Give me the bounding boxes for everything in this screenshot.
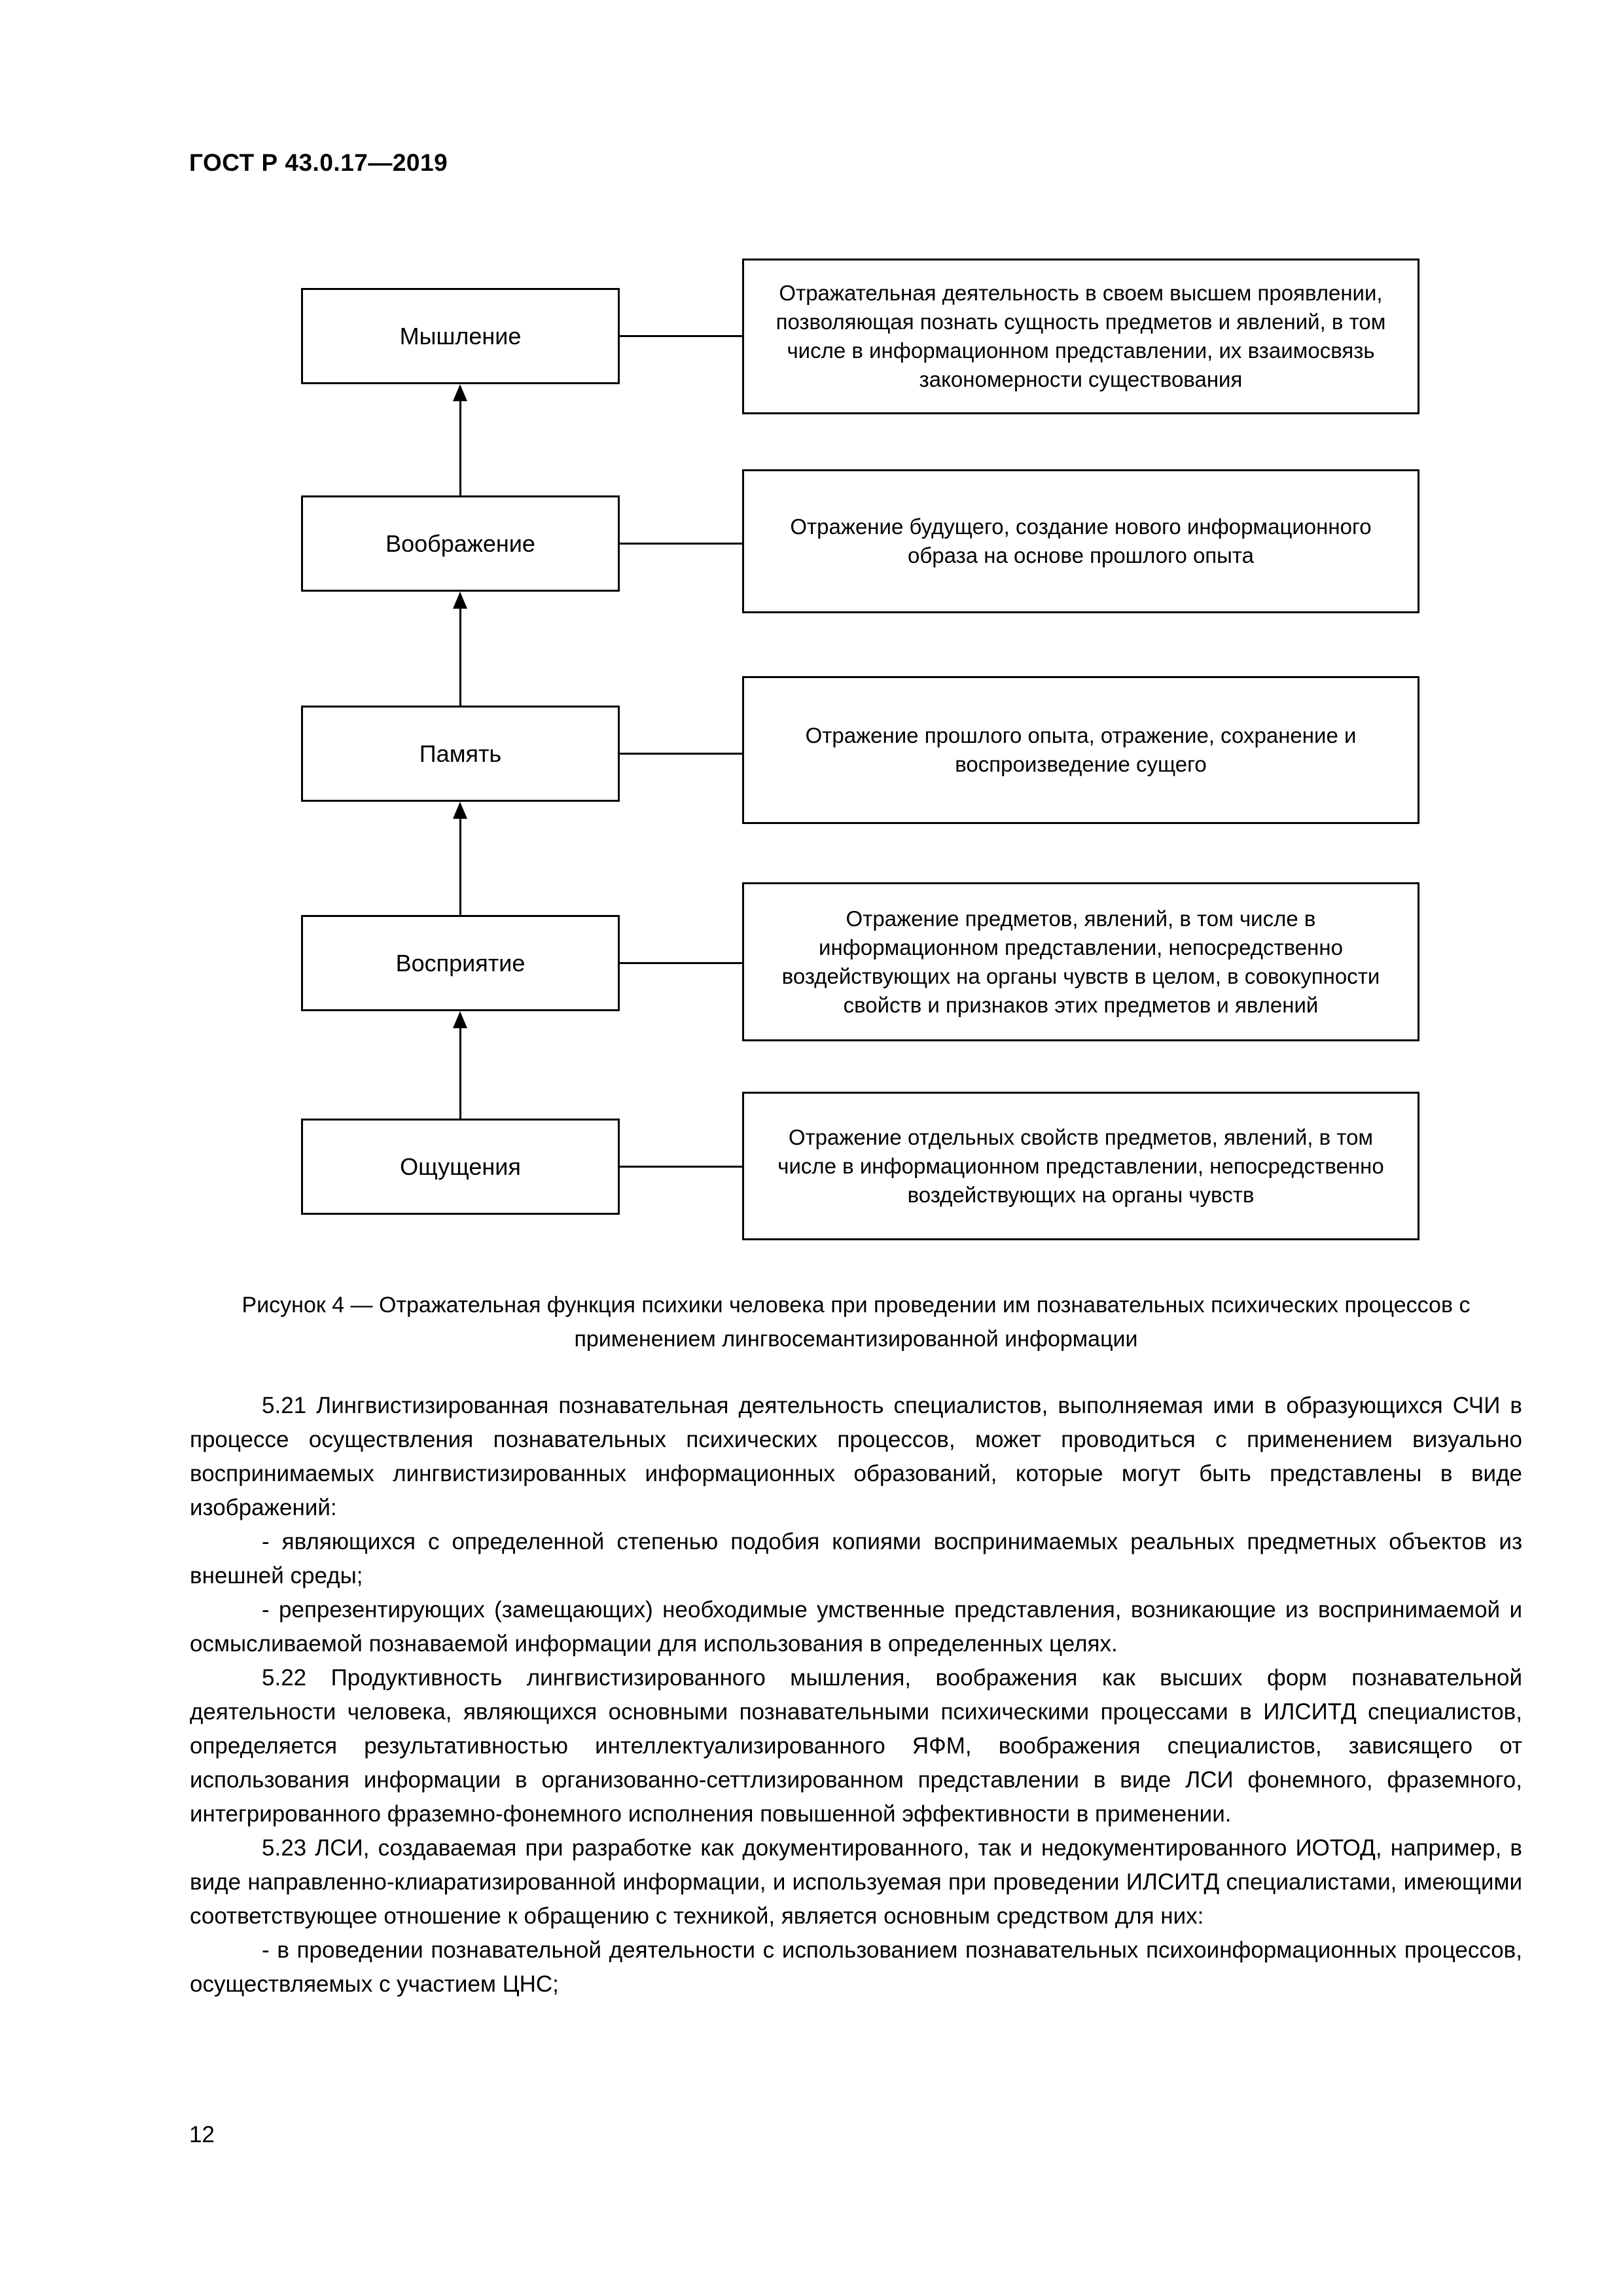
list-item-dash-3: - в проведении познавательной деятельнос… (190, 1937, 1522, 1997)
diagram-description-box: Отражение отдельных свойств предметов, я… (742, 1092, 1419, 1240)
connector-line (620, 962, 742, 964)
up-arrow-icon (453, 802, 467, 819)
paragraph-5-23: 5.23 ЛСИ, создаваемая при разработке как… (190, 1835, 1522, 1929)
diagram-description-box: Отражательная деятельность в своем высше… (742, 259, 1419, 414)
connector-line (620, 753, 742, 755)
page-number: 12 (189, 2122, 215, 2147)
connector-line (620, 543, 742, 545)
up-arrow-line (459, 817, 461, 915)
connector-line (620, 335, 742, 337)
diagram-box-label: Ощущения (400, 1153, 521, 1180)
diagram-description-text: Отражение предметов, явлений, в том числ… (781, 906, 1380, 1017)
diagram-box-oshchushcheniya: Ощущения (301, 1119, 620, 1215)
up-arrow-line (459, 1027, 461, 1119)
diagram-box-voobrazhenie: Воображение (301, 495, 620, 592)
diagram-box-label: Воображение (385, 529, 535, 557)
diagram-description-text: Отражательная деятельность в своем высше… (776, 281, 1386, 391)
diagram-box-pamyat: Память (301, 706, 620, 802)
diagram-box-myshlenie: Мышление (301, 288, 620, 384)
list-item-dash-2: - репрезентирующих (замещающих) необходи… (190, 1597, 1522, 1657)
paragraph-5-21: 5.21 Лингвистизированная познавательная … (190, 1393, 1522, 1520)
diagram-description-text: Отражение будущего, создание нового инфо… (790, 514, 1372, 567)
connector-line (620, 1166, 742, 1168)
paragraph-5-22: 5.22 Продуктивность лингвистизированного… (190, 1665, 1522, 1827)
diagram-description-box: Отражение прошлого опыта, отражение, сох… (742, 676, 1419, 824)
up-arrow-icon (453, 384, 467, 401)
body-text: 5.21 Лингвистизированная познавательная … (190, 1389, 1522, 2001)
up-arrow-icon (453, 592, 467, 609)
diagram-description-text: Отражение прошлого опыта, отражение, сох… (805, 723, 1357, 776)
up-arrow-icon (453, 1011, 467, 1028)
diagram-description-text: Отражение отдельных свойств предметов, я… (777, 1124, 1384, 1207)
document-header: ГОСТ Р 43.0.17—2019 (189, 149, 448, 176)
up-arrow-line (459, 400, 461, 495)
figure-caption: Рисунок 4 — Отражательная функция психик… (241, 1293, 1471, 1352)
diagram-box-label: Память (419, 740, 502, 767)
list-item-dash-1: - являющихся с определенной степенью под… (190, 1529, 1522, 1588)
up-arrow-line (459, 607, 461, 706)
diagram-box-label: Восприятие (395, 949, 526, 977)
diagram-box-vospriyatie: Восприятие (301, 915, 620, 1011)
diagram-description-box: Отражение будущего, создание нового инфо… (742, 469, 1419, 613)
diagram-description-box: Отражение предметов, явлений, в том числ… (742, 882, 1419, 1041)
diagram-box-label: Мышление (399, 322, 522, 350)
